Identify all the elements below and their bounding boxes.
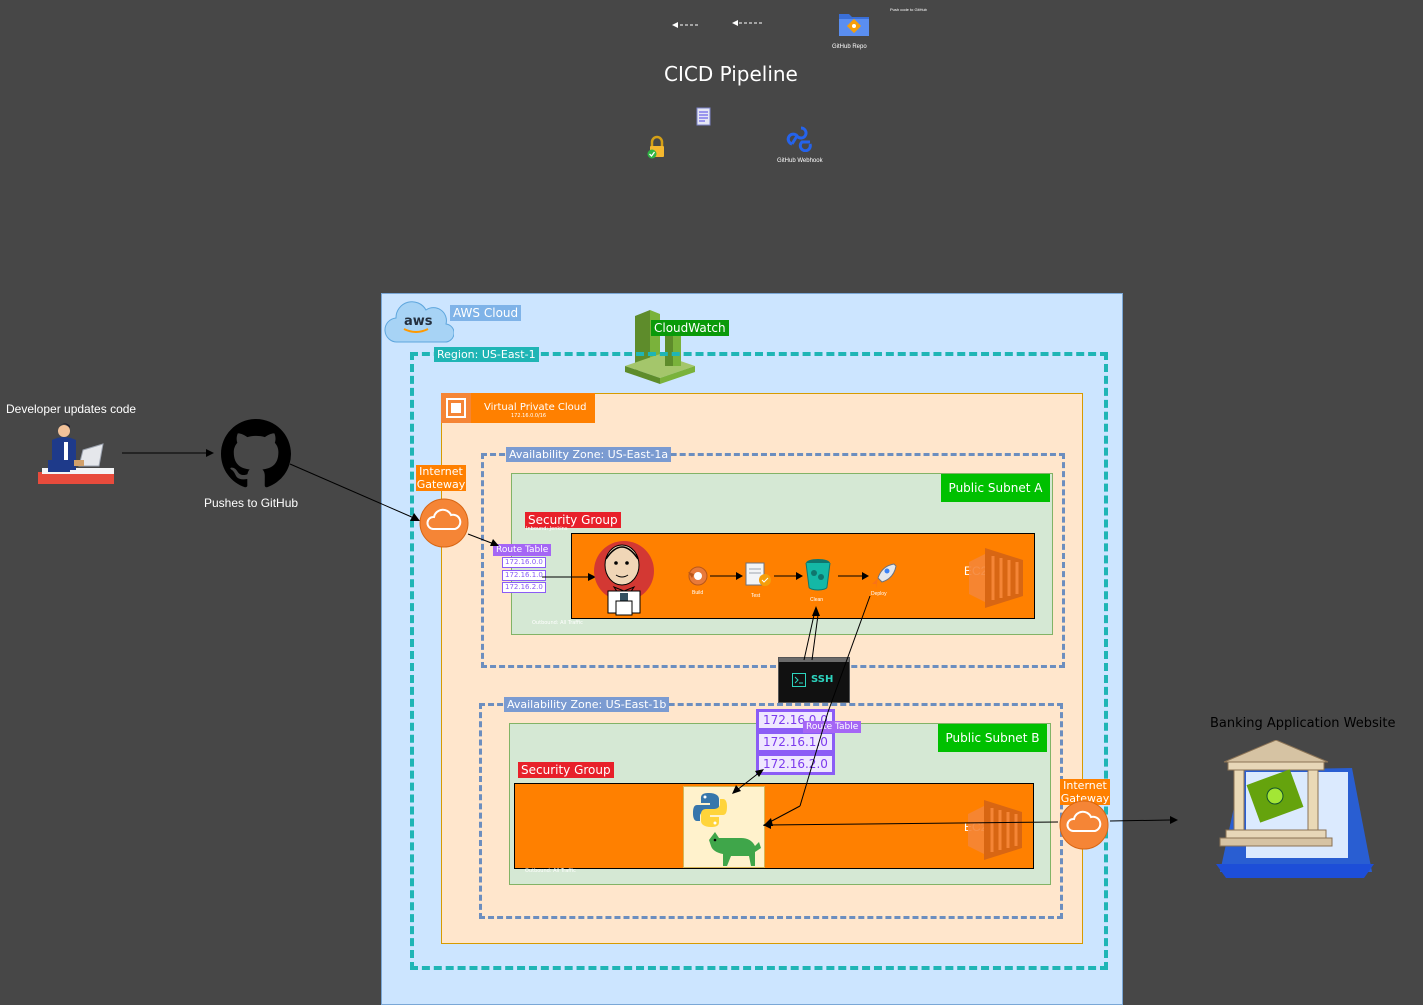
- developer-icon: [38, 423, 114, 484]
- region-label: Region: US-East-1: [434, 347, 539, 362]
- build-icon: [688, 566, 708, 586]
- terminal-icon: [792, 673, 806, 687]
- region-box: [410, 352, 1108, 970]
- tomcat-icon: [709, 832, 761, 866]
- sg-b-badge: Security Group: [518, 762, 614, 778]
- banking-website-icon: [1216, 740, 1374, 878]
- push-arrow: [122, 449, 214, 457]
- outbound-a-note: Outbound: All Traffic: [532, 620, 583, 626]
- route-table-a-label: Route Table: [493, 544, 552, 556]
- subnet-b-badge: Public Subnet B: [938, 724, 1047, 752]
- route-b-2: 172.16.1.0: [756, 731, 835, 753]
- sg-a-note: Inbound: Jenkins: [526, 526, 568, 532]
- push-code-note: Push code to GitHub: [890, 7, 927, 12]
- jenkins-icon: [594, 541, 654, 616]
- python-icon: [693, 793, 727, 827]
- az-b-title: Availability Zone: US-East-1b: [504, 697, 670, 712]
- svg-text:aws: aws: [404, 314, 433, 329]
- webhook-icon: [786, 126, 812, 152]
- stage-arrow-3: [838, 572, 869, 580]
- lock-icon: [647, 135, 664, 159]
- outbound-b-note: Outbound: All Traffic: [525, 868, 576, 874]
- az-a-box: [481, 453, 1065, 668]
- website-label: Banking Application Website: [1210, 716, 1396, 731]
- stage-arrow-1: [710, 572, 743, 580]
- igw-left-text: Internet Gateway: [416, 465, 466, 491]
- sg-a-badge: Security Group: [525, 512, 621, 528]
- dashed-arrow-left-2: [732, 20, 762, 26]
- stage-clean-label: Clean: [810, 597, 824, 603]
- github-repo-label: GitHub Repo: [832, 44, 867, 50]
- vpc-title: Virtual Private Cloud: [484, 402, 587, 413]
- document-icon: [696, 107, 711, 126]
- clean-icon: [805, 559, 831, 591]
- igw-left-label: Internet Gateway: [416, 465, 466, 491]
- github-icon: [221, 419, 291, 488]
- igw-to-route-a-arrow: [467, 533, 499, 546]
- folder-icon: [839, 14, 869, 36]
- az-b-box: [479, 703, 1063, 919]
- stage-build-label: Build: [692, 590, 704, 596]
- dashed-arrow-left-1: [672, 22, 698, 28]
- route-b-3: 172.16.2.0: [756, 753, 835, 775]
- pushes-to-github-label: Pushes to GitHub: [204, 496, 299, 510]
- ssh-box: SSH: [778, 657, 850, 703]
- github-webhook-label: GitHub Webhook: [777, 158, 823, 164]
- route-a-2: 172.16.1.0: [502, 570, 546, 581]
- cloudwatch-label: CloudWatch: [651, 320, 729, 336]
- vpc-header: [471, 393, 595, 423]
- ssh-label: SSH: [811, 674, 834, 685]
- route-a-1: 172.16.0.0: [502, 557, 546, 568]
- vpc-icon: [441, 393, 471, 423]
- route-a-3: 172.16.2.0: [502, 582, 546, 593]
- test-icon: [745, 562, 771, 586]
- ec2-b-icon: [968, 800, 1022, 860]
- aws-cloud-icon: aws: [384, 301, 454, 343]
- cicd-pipeline-area: GitHub Repo Push code to GitHub CICD Pip…: [620, 0, 950, 180]
- stage-test-label: Test: [751, 593, 761, 599]
- az-a-title: Availability Zone: US-East-1a: [506, 447, 672, 462]
- github-to-igw-arrow: [289, 463, 420, 521]
- developer-label: Developer updates code: [6, 402, 137, 416]
- pipeline-title: CICD Pipeline: [664, 62, 798, 86]
- ec2-a-icon: [969, 548, 1023, 608]
- stage-arrow-2: [774, 572, 803, 580]
- stage-deploy-label: Deploy: [871, 591, 887, 597]
- igw-right-icon[interactable]: [1058, 800, 1110, 850]
- ssh-topbar: [779, 658, 849, 662]
- subnet-a-badge: Public Subnet A: [941, 474, 1050, 502]
- ec2-b-box: [514, 783, 1034, 869]
- igw-right-text: Internet Gateway: [1060, 779, 1110, 805]
- aws-cloud-label: AWS Cloud: [450, 305, 522, 321]
- vpc-cidr: 172.16.0.0/16: [511, 413, 547, 419]
- igw-left-icon[interactable]: [418, 498, 470, 548]
- route-table-b-label: Route Table: [803, 721, 862, 733]
- route-a-to-jenkins-arrow: [542, 573, 596, 581]
- deploy-icon: [872, 563, 897, 588]
